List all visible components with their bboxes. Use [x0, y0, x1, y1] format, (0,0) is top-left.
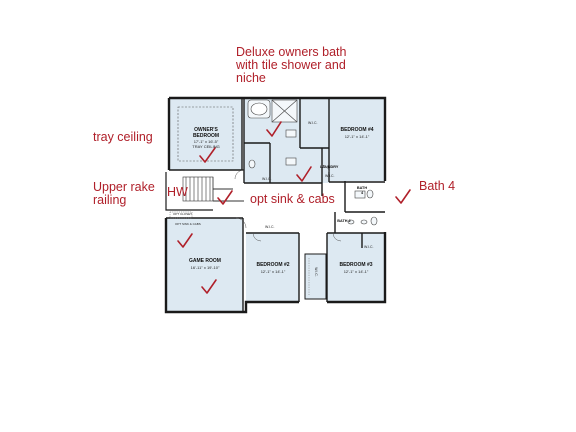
game-room-label: GAME ROOM [189, 258, 221, 264]
check-icon [177, 233, 193, 248]
hw-note: HW [167, 185, 188, 199]
wic-label: W.I.C. [262, 177, 272, 181]
tray-ceiling-note: tray ceiling [93, 130, 153, 144]
interior-walls [166, 98, 385, 312]
wic-label: W.I.C. [265, 225, 275, 229]
exterior-walls [164, 96, 387, 314]
opt-sink-note: opt sink & cabs [250, 192, 335, 206]
bedroom3-dims: 12'-1" x 14'-1" [343, 269, 369, 274]
bedroom4-dims: 12'-1" x 14'-1" [344, 134, 370, 139]
opt-closet-label: OPT CLOSET [173, 212, 192, 216]
check-marks [177, 121, 411, 294]
hall-closet [304, 253, 327, 300]
deluxe-bath-note: Deluxe owners bath with tile shower and … [236, 45, 347, 85]
owners-bedroom-label: OWNER'S BEDROOM [192, 127, 220, 139]
game-room-dims: 16'-11" x 19'-10" [190, 265, 220, 270]
wic-label: W.I.C. [308, 121, 318, 125]
check-icon [296, 166, 312, 182]
bedroom2-label: BEDROOM #2 [256, 262, 290, 268]
check-icon [199, 147, 216, 163]
bath2-label: BATH 2 [337, 219, 351, 223]
opt-sink-small-label: OPT SINK & CABS [175, 222, 201, 226]
wic-label: W.I.C. [313, 267, 318, 277]
owners-bedroom-dims: 17'-1" x 16'-5" TRAY CEILING [192, 139, 220, 149]
check-icon [266, 121, 282, 137]
door-swings [234, 164, 342, 242]
bath-fixtures [247, 99, 378, 226]
stairs [165, 172, 244, 211]
wic-label: W.I.C. [364, 245, 374, 249]
check-icon [201, 279, 217, 294]
bedroom2-dims: 12'-1" x 14'-1" [260, 269, 286, 274]
wic-label: W.I.C. [325, 174, 335, 178]
check-icon [217, 190, 233, 205]
bedroom4-label: BEDROOM #4 [340, 127, 374, 133]
bath4-label: BATH 4 [356, 186, 368, 195]
bedroom3-label: BEDROOM #3 [339, 262, 373, 268]
check-icon [395, 189, 411, 204]
bath4-note: Bath 4 [419, 179, 456, 193]
room-fills [166, 98, 385, 313]
upper-rake-note: Upper rake railing [93, 180, 155, 207]
laundry-label: LAUNDRY [320, 165, 339, 169]
